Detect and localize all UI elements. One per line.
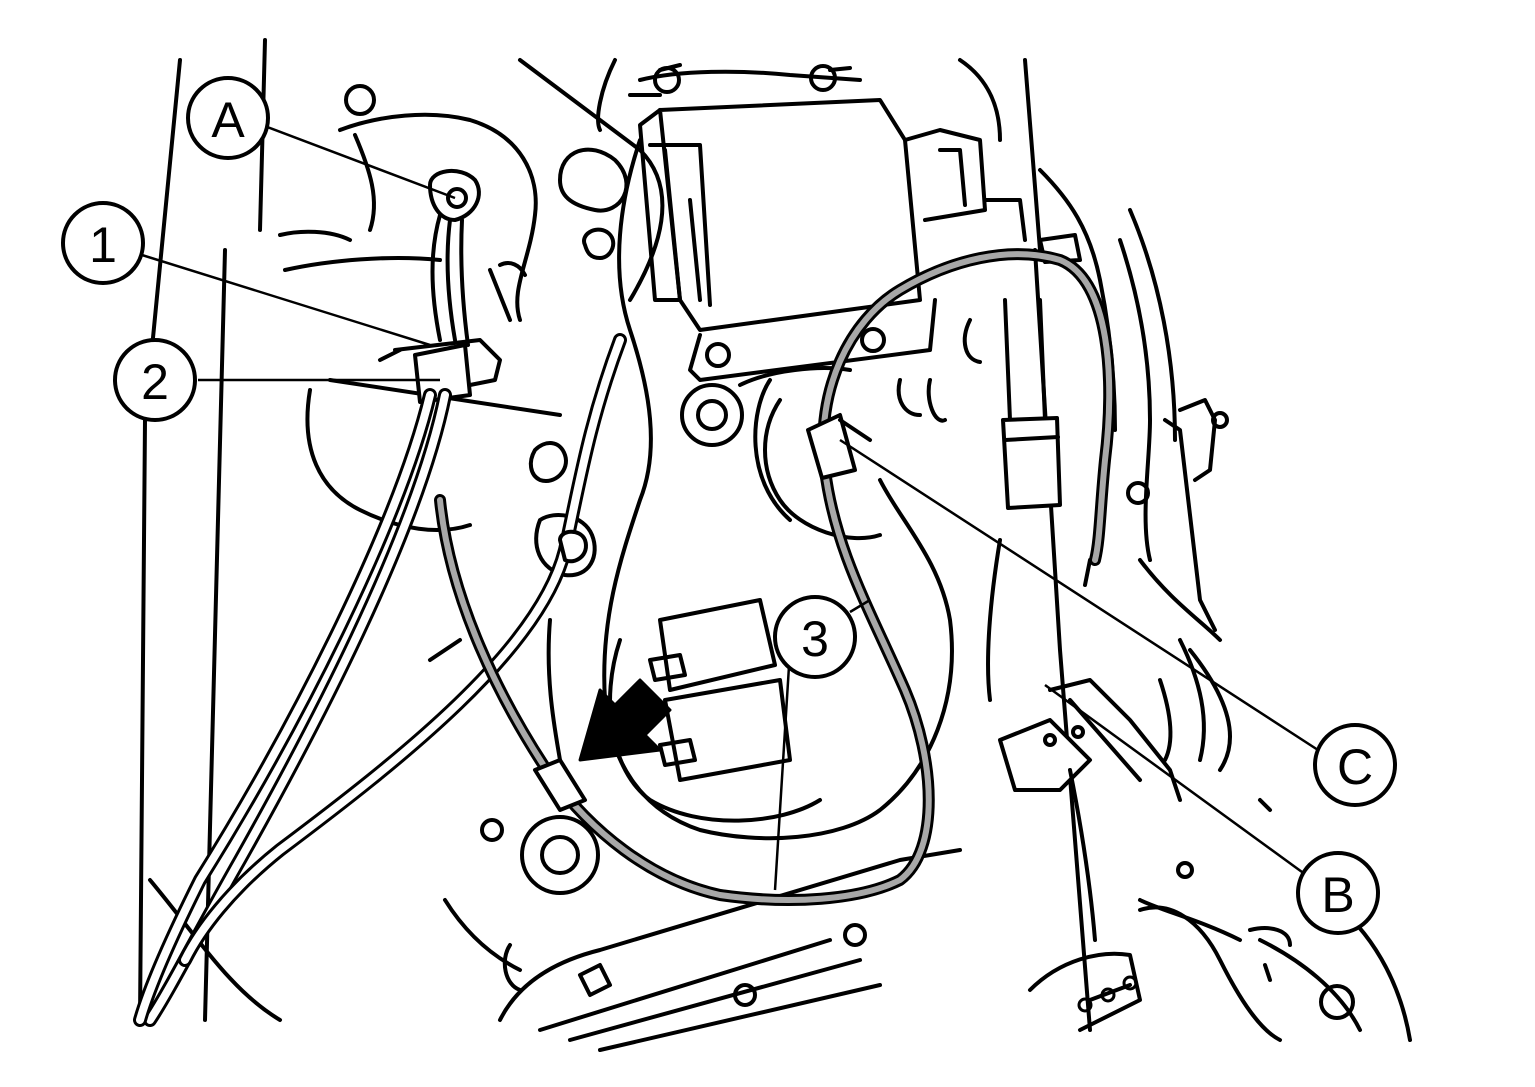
- arrow-icon: [578, 678, 672, 762]
- callout-a-label: A: [211, 92, 245, 148]
- grey-cable: [434, 248, 1116, 906]
- leader-lines: [141, 123, 1319, 891]
- callout-3: 3: [773, 595, 857, 679]
- white-cables: [133, 333, 627, 1027]
- callout-c-label: C: [1337, 739, 1373, 795]
- door-frame: [138, 38, 1092, 1032]
- callout-a: A: [186, 76, 270, 160]
- callout-3-label: 3: [801, 611, 829, 667]
- callout-1: 1: [61, 201, 145, 285]
- callout-2: 2: [113, 338, 197, 422]
- callout-c: C: [1313, 723, 1397, 807]
- callout-b-label: B: [1321, 867, 1354, 923]
- control-module: [628, 63, 1027, 382]
- connector-plate: [648, 598, 792, 782]
- callout-1-label: 1: [89, 217, 117, 273]
- right-bracket: [1001, 168, 1232, 772]
- callout-b: B: [1296, 851, 1380, 935]
- callout-2-label: 2: [141, 354, 169, 410]
- harness-upper: [378, 168, 527, 404]
